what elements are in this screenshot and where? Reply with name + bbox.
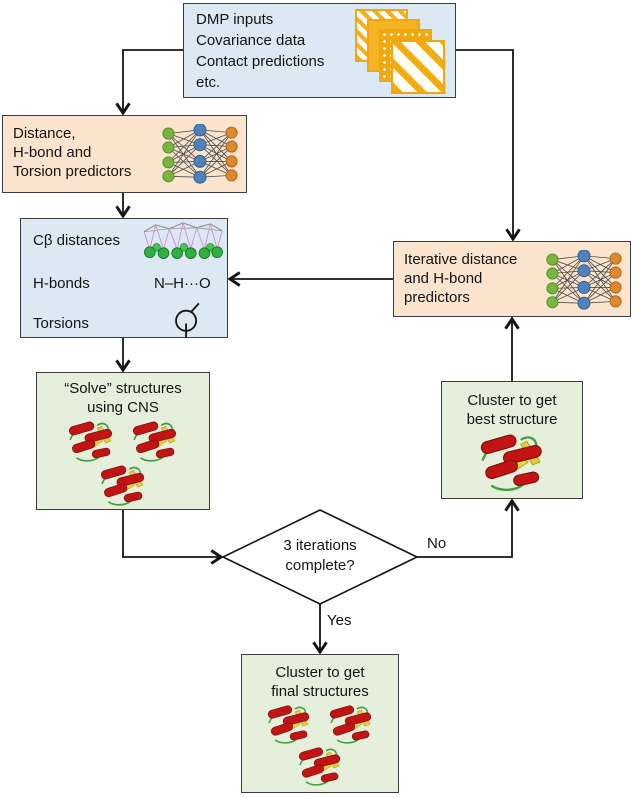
- torsion-phi-icon: [173, 297, 201, 339]
- protein-structure-icon: [322, 703, 380, 745]
- constraint-label-hbonds: H-bonds: [33, 275, 90, 292]
- node-cluster-final: Cluster to get final structures: [241, 654, 399, 793]
- contact-mesh-icon: [140, 220, 226, 261]
- protein-structure-icon: [260, 703, 318, 745]
- dmp-inputs-line: DMP inputs: [196, 11, 274, 28]
- protein-structure-icon: [125, 419, 185, 463]
- hbond-notation: N–H···O: [154, 275, 211, 292]
- constraint-label-torsions: Torsions: [33, 315, 89, 332]
- matrix-striped-front-icon: [391, 40, 445, 94]
- protein-structure-icon: [93, 463, 153, 507]
- protein-structure-icon: [291, 745, 349, 787]
- edge-label-no: No: [427, 535, 447, 552]
- edge-inputs-to-predictors: [115, 49, 183, 116]
- iterative-line: predictors: [404, 289, 470, 306]
- node-dmp-inputs: DMP inputs Covariance data Contact predi…: [183, 3, 456, 98]
- node-decision: 3 iterations complete?: [228, 536, 412, 576]
- edge-solve-to-decision: [122, 510, 224, 565]
- dmp-inputs-line: etc.: [196, 74, 221, 91]
- constraint-label-cb-distances: Cβ distances: [33, 232, 120, 249]
- dmp-inputs-line: Covariance data: [196, 32, 306, 49]
- solve-line: using CNS: [87, 399, 159, 416]
- node-predictors: Distance, H-bond and Torsion predictors: [2, 115, 247, 193]
- iterative-line: and H-bond: [404, 270, 483, 287]
- predictors-line: Distance,: [13, 125, 76, 142]
- dmp-inputs-line: Contact predictions: [196, 53, 325, 70]
- node-solve-structures: “Solve” structures using CNS: [36, 372, 210, 510]
- node-cluster-best: Cluster to get best structure: [441, 381, 583, 499]
- cluster-final-line: Cluster to get: [275, 664, 365, 681]
- edge-label-yes: Yes: [327, 612, 352, 629]
- neural-network-icon: [545, 250, 623, 310]
- protein-structure-icon: [61, 419, 121, 463]
- solve-line: “Solve” structures: [64, 380, 182, 397]
- decision-line: complete?: [285, 557, 355, 574]
- node-iterative-predictors: Iterative distance and H-bond predictors: [393, 241, 631, 317]
- predictors-line: H-bond and: [13, 144, 92, 161]
- iterative-line: Iterative distance: [404, 251, 518, 268]
- protein-structure-icon: [470, 431, 554, 493]
- data-matrices-icon: [355, 9, 445, 94]
- cluster-best-line: best structure: [466, 411, 558, 428]
- cluster-final-line: final structures: [271, 683, 369, 700]
- decision-line: 3 iterations: [283, 537, 357, 554]
- predictors-line: Torsion predictors: [13, 163, 132, 180]
- edge-inputs-to-iterative: [456, 49, 521, 242]
- neural-network-icon: [161, 124, 239, 184]
- node-constraints: Cβ distances H-bonds N–H···O Torsions: [20, 218, 228, 338]
- cluster-best-line: Cluster to get: [467, 392, 557, 409]
